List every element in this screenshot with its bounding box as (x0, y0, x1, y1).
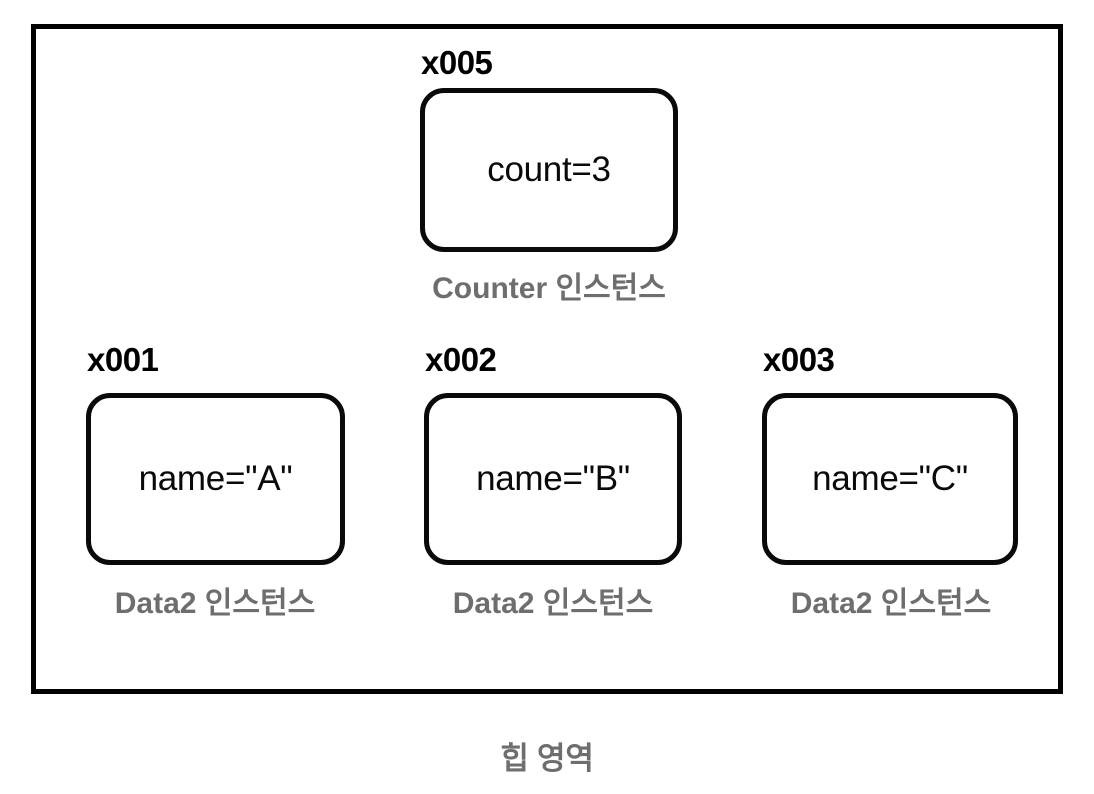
object-value-x002: name="B" (476, 459, 630, 498)
heap-region-caption: 힙 영역 (500, 741, 594, 776)
object-box-x003: name="C" (762, 393, 1018, 565)
address-label-x005: x005 (421, 44, 493, 81)
address-label-x001: x001 (87, 341, 159, 378)
type-caption-x001: Data2 인스턴스 (114, 587, 316, 620)
object-box-x005: count=3 (420, 88, 678, 252)
address-label-x003: x003 (763, 341, 835, 378)
object-box-x001: name="A" (86, 393, 345, 565)
type-caption-x003: Data2 인스턴스 (790, 587, 992, 620)
object-value-x001: name="A" (138, 459, 293, 498)
object-value-x005: count=3 (487, 150, 611, 189)
type-caption-x005: Counter 인스턴스 (432, 272, 666, 305)
object-box-x002: name="B" (424, 393, 682, 565)
object-value-x003: name="C" (812, 459, 968, 498)
type-caption-x002: Data2 인스턴스 (452, 587, 654, 620)
address-label-x002: x002 (425, 341, 497, 378)
